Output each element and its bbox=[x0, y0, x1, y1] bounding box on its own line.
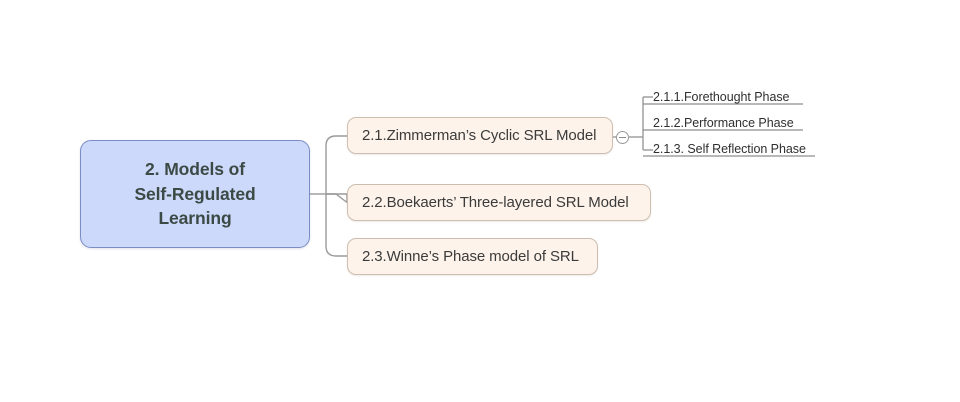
branch-node-2-1[interactable]: 2.1.Zimmerman’s Cyclic SRL Model bbox=[347, 117, 613, 154]
branch-node-2-3[interactable]: 2.3.Winne’s Phase model of SRL bbox=[347, 238, 598, 275]
connector-root-to-2-3 bbox=[325, 194, 347, 257]
branch-node-2-1-label: 2.1.Zimmerman’s Cyclic SRL Model bbox=[362, 127, 597, 144]
minus-icon bbox=[619, 137, 626, 138]
root-node-label: 2. Models of Self-Regulated Learning bbox=[134, 158, 256, 229]
leaf-node-2-1-2[interactable]: 2.1.2.Performance Phase bbox=[643, 111, 803, 135]
leaf-node-2-1-3[interactable]: 2.1.3. Self Reflection Phase bbox=[643, 137, 818, 161]
branch-node-2-2[interactable]: 2.2.Boekaerts’ Three-layered SRL Model bbox=[347, 184, 651, 221]
collapse-toggle-icon[interactable] bbox=[616, 131, 629, 144]
leaf-node-2-1-1-label: 2.1.1.Forethought Phase bbox=[653, 90, 790, 104]
leaf-node-2-1-1[interactable]: 2.1.1.Forethought Phase bbox=[643, 85, 803, 109]
leaf-node-2-1-2-label: 2.1.2.Performance Phase bbox=[653, 116, 794, 130]
root-node[interactable]: 2. Models of Self-Regulated Learning bbox=[80, 140, 310, 248]
connector-root-to-2-2b bbox=[326, 193, 348, 203]
branch-node-2-2-label: 2.2.Boekaerts’ Three-layered SRL Model bbox=[362, 194, 629, 211]
branch-node-2-3-label: 2.3.Winne’s Phase model of SRL bbox=[362, 248, 579, 265]
leaf-node-2-1-3-label: 2.1.3. Self Reflection Phase bbox=[653, 142, 806, 156]
connector-root-to-2-1 bbox=[325, 135, 347, 194]
connector-root-to-2-2 bbox=[326, 193, 348, 204]
